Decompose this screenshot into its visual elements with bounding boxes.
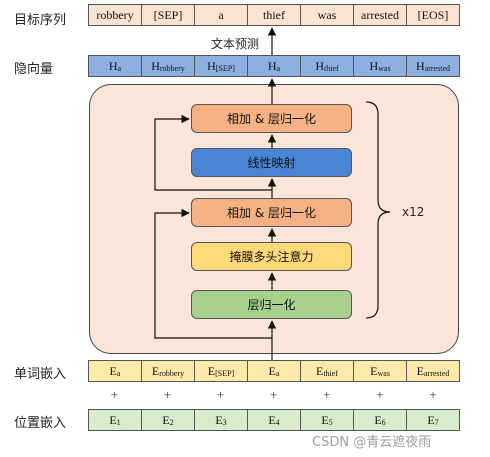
plus-sign: + bbox=[376, 387, 384, 402]
position-embedding-token-subscript: 6 bbox=[381, 417, 386, 427]
position-embedding-token-symbol: E bbox=[109, 412, 117, 427]
position-embedding-token-subscript: 5 bbox=[328, 417, 333, 427]
word-embedding-token-symbol: E bbox=[315, 363, 324, 378]
hidden-token-symbol: H bbox=[315, 58, 324, 73]
word-embedding-token-subscript: arrested bbox=[424, 368, 450, 378]
linear-projection-block: 线性映射 bbox=[191, 148, 352, 177]
hidden-token-symbol: H bbox=[416, 58, 425, 73]
residual-connection-lower bbox=[154, 208, 272, 339]
target-token-cell: thief bbox=[247, 5, 300, 25]
add-norm-mid-block: 相加 & 层归一化 bbox=[191, 198, 352, 227]
text-prediction-caption: 文本预测 bbox=[211, 37, 260, 51]
word-embedding-token-cell: E[SEP] bbox=[194, 361, 247, 381]
hidden-token-subscript: was bbox=[378, 63, 391, 73]
position-embedding-token-symbol: E bbox=[374, 412, 382, 427]
word-embedding-token-subscript: was bbox=[377, 368, 390, 378]
plus-sign: + bbox=[270, 387, 278, 402]
hidden-token-subscript: robbery bbox=[159, 63, 185, 73]
masked-attention-block: 掩膜多头注意力 bbox=[191, 242, 352, 271]
word-embedding-token-symbol: E bbox=[268, 363, 276, 378]
word-embedding-token-subscript: robbery bbox=[159, 368, 185, 378]
position-embedding-token-symbol: E bbox=[162, 412, 170, 427]
plus-sign: + bbox=[163, 387, 172, 402]
word-embedding-token-symbol: E bbox=[151, 363, 160, 378]
word-embedding-token-subscript: a bbox=[116, 368, 121, 378]
layer-norm-block: 层归一化 bbox=[191, 290, 352, 319]
hidden-token-subscript: thief bbox=[324, 63, 339, 73]
hidden-vector-label: 隐向量 bbox=[14, 62, 54, 77]
hidden-token-symbol: H bbox=[207, 58, 216, 73]
target-token-cell: [SEP] bbox=[141, 5, 194, 25]
target-token-cell: a bbox=[194, 5, 247, 25]
add-norm-top-block: 相加 & 层归一化 bbox=[191, 104, 352, 133]
position-embedding-token-symbol: E bbox=[427, 412, 435, 427]
hidden-token-subscript: arrested bbox=[424, 63, 450, 73]
word-embedding-token-subscript: a bbox=[275, 368, 280, 378]
word-embedding-label: 单词嵌入 bbox=[14, 367, 67, 382]
position-embedding-token-subscript: 7 bbox=[434, 417, 439, 427]
plus-sign: + bbox=[110, 387, 118, 402]
plus-sign: + bbox=[216, 387, 225, 402]
position-embedding-label: 位置嵌入 bbox=[14, 416, 67, 431]
hidden-token-subscript: a bbox=[276, 63, 281, 73]
position-embedding-token-symbol: E bbox=[321, 412, 329, 427]
position-embedding-token-symbol: E bbox=[215, 412, 223, 427]
repeat-count-label: x12 bbox=[402, 205, 425, 219]
watermark-text: CSDN @青云遮夜雨 bbox=[312, 435, 432, 450]
target-token-cell: robbery bbox=[96, 7, 134, 22]
target-token-cell: was bbox=[300, 5, 353, 25]
position-embedding-token-subscript: 3 bbox=[222, 417, 227, 427]
hidden-token-subscript: a bbox=[117, 63, 122, 73]
position-embedding-token-subscript: 4 bbox=[275, 417, 280, 427]
hidden-token-symbol: H bbox=[267, 58, 277, 73]
target-seq-label: 目标序列 bbox=[14, 13, 67, 28]
hidden-token-symbol: H bbox=[369, 58, 379, 73]
position-embedding-token-symbol: E bbox=[268, 412, 276, 427]
word-embedding-token-symbol: E bbox=[416, 363, 424, 378]
word-embedding-token-subscript: [SEP] bbox=[215, 368, 235, 378]
repeat-brace bbox=[365, 101, 391, 319]
position-embedding-token-subscript: 1 bbox=[116, 417, 121, 427]
position-embedding-token-subscript: 2 bbox=[169, 417, 174, 427]
word-embedding-token-symbol: E bbox=[207, 363, 216, 378]
hidden-token-subscript: [SEP] bbox=[215, 63, 235, 73]
word-embedding-token-symbol: E bbox=[370, 363, 378, 378]
hidden-token-cell: H[SEP] bbox=[194, 56, 247, 76]
hidden-token-symbol: H bbox=[108, 58, 118, 73]
target-token-cell: arrested bbox=[353, 5, 406, 25]
word-embedding-token-symbol: E bbox=[109, 363, 117, 378]
plus-sign: + bbox=[429, 387, 437, 402]
word-embedding-token-subscript: thief bbox=[323, 368, 338, 378]
plus-sign: + bbox=[323, 387, 331, 402]
residual-connection-upper bbox=[154, 114, 272, 191]
target-token-cell: [EOS] bbox=[406, 5, 459, 25]
hidden-token-symbol: H bbox=[151, 58, 160, 73]
